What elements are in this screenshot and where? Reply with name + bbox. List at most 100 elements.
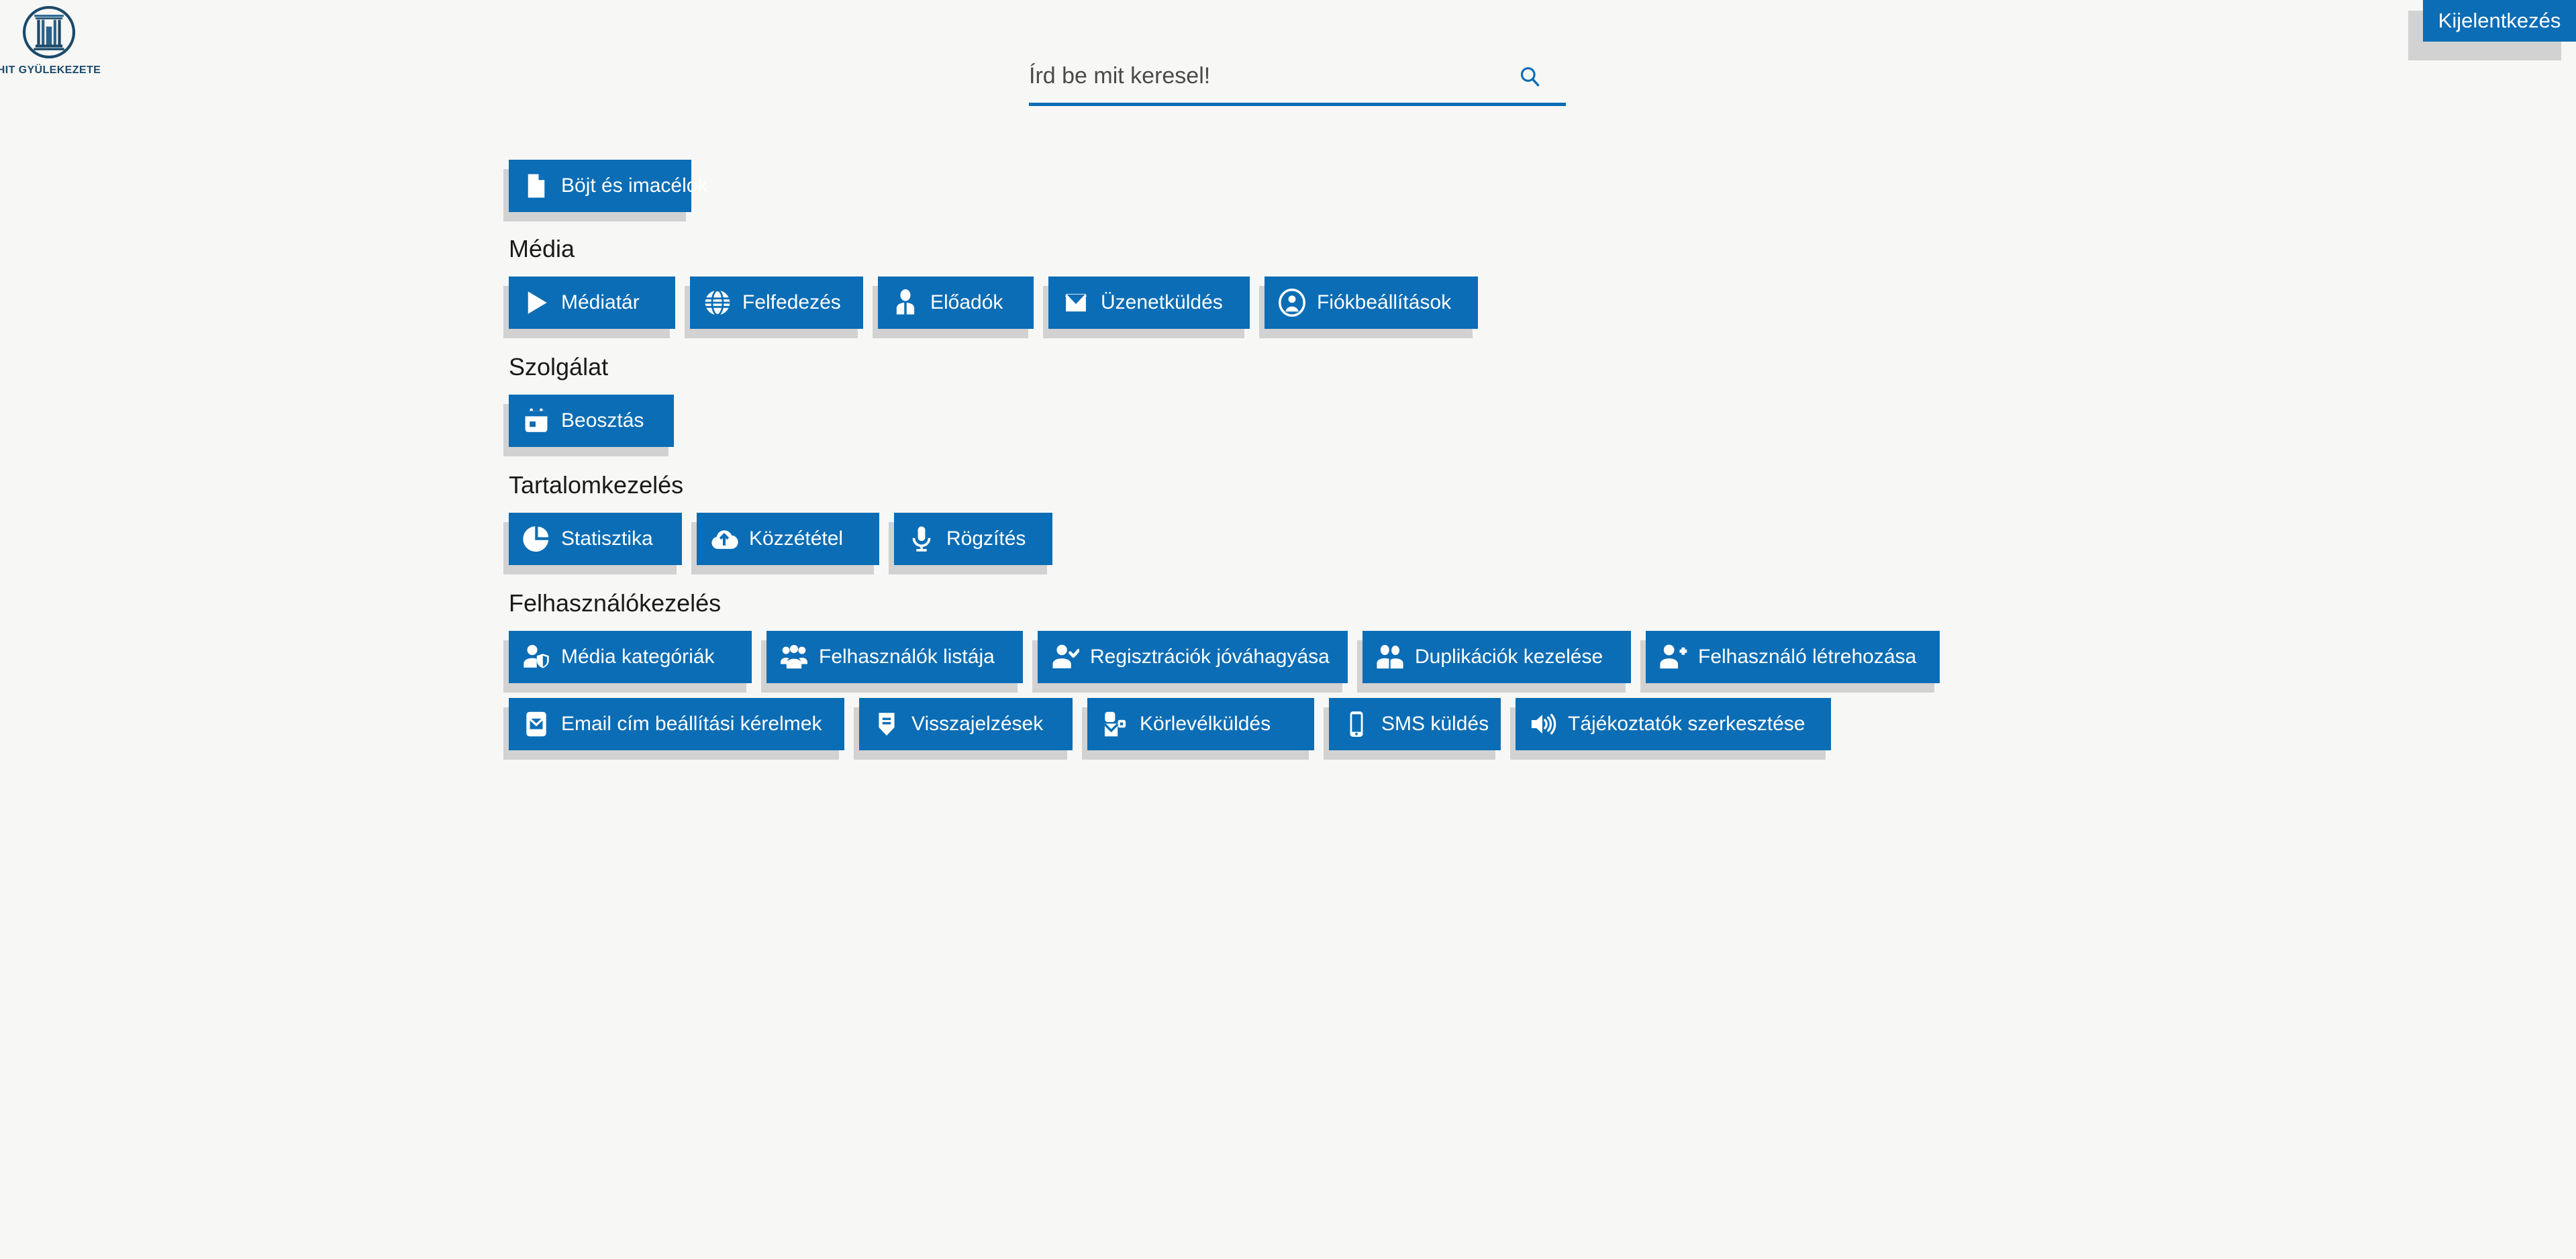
button-label: Statisztika [561,527,653,550]
button-label: Regisztrációk jóváhagyása [1090,646,1330,668]
user-shield-icon [521,642,552,672]
file-document-icon [521,170,552,201]
button-visszajelzések[interactable]: Visszajelzések [859,698,1073,750]
pie-chart-icon [521,523,552,554]
mobile-phone-icon [1341,709,1372,740]
section-heading: Szolgálat [509,353,609,381]
section-heading: Felhasználókezelés [509,589,722,617]
tile-speaker-volume: Tájékoztatók szerkesztése [1510,698,1831,760]
button-label: Közzététel [749,527,844,550]
play-icon [521,287,552,318]
button-üzenetküldés[interactable]: Üzenetküldés [1048,276,1250,329]
button-label: Duplikációk kezelése [1415,646,1603,668]
user-check-icon [1050,642,1081,672]
tile-user-circle: Fiókbeállítások [1259,276,1478,338]
tile-user-check: Regisztrációk jóváhagyása [1032,631,1348,693]
button-felhasználók-listája[interactable]: Felhasználók listája [766,631,1023,683]
tile-two-users: Duplikációk kezelése [1357,631,1631,693]
button-label: Böjt és imacélok [561,174,708,197]
button-böjt-és-imacélok[interactable]: Böjt és imacélok [509,160,707,212]
button-statisztika[interactable]: Statisztika [509,513,682,565]
section-heading: Tartalomkezelés [509,471,684,499]
button-label: Felfedezés [742,291,841,313]
button-rögzítés[interactable]: Rögzítés [894,513,1052,565]
top-button-row: Böjt és imacélok [503,160,707,221]
magnifier-glyph [1520,67,1540,87]
tile-mobile-envelope: Email cím beállítási kérelmek [503,698,844,760]
search-bar [1029,48,1566,106]
button-fiókbeállítások[interactable]: Fiókbeállítások [1265,276,1478,329]
tile-person: Előadók [873,276,1034,338]
button-label: Média kategóriák [561,646,715,668]
button-felhasználó-létrehozása[interactable]: Felhasználó létrehozása [1646,631,1940,683]
button-label: Email cím beállítási kérelmek [561,713,822,735]
mobile-envelope-icon [521,709,552,740]
two-users-icon [1375,642,1405,672]
search-input[interactable] [1029,48,1526,103]
cloud-upload-icon [709,523,740,554]
microphone-icon [906,523,937,554]
user-circle-icon [1277,287,1307,318]
button-médiatár[interactable]: Médiatár [509,276,675,329]
button-label: SMS küldés [1381,713,1489,735]
tile-globe: Felfedezés [685,276,863,338]
button-sms-küldés[interactable]: SMS küldés [1329,698,1501,750]
button-label: Előadók [930,291,1003,313]
button-label: Felhasználó létrehozása [1698,646,1917,668]
button-körlevélküldés[interactable]: Körlevélküldés [1087,698,1314,750]
button-label: Fiókbeállítások [1317,291,1452,313]
button-előadók[interactable]: Előadók [878,276,1034,329]
button-label: Felhasználók listája [819,646,995,668]
speaker-volume-icon [1528,709,1558,740]
tile-users-group: Felhasználók listája [761,631,1023,693]
button-email-cím-beállítási-kérelmek[interactable]: Email cím beállítási kérelmek [509,698,844,750]
user-plus-icon [1658,642,1689,672]
tile-microphone: Rögzítés [889,513,1052,574]
temple-pillars-icon [22,5,76,59]
tile-user-plus: Felhasználó létrehozása [1640,631,1940,693]
globe-icon [702,287,733,318]
button-row: Email cím beállítási kérelmek Visszajelzé… [503,698,1831,760]
brand-name: HIT GYÜLEKEZETE [0,64,101,76]
person-icon [890,287,921,318]
tile-user-shield: Média kategóriák [503,631,752,693]
tile-pie-chart: Statisztika [503,513,682,574]
button-közzététel[interactable]: Közzététel [697,513,879,565]
tile-feedback-envelope: Visszajelzések [854,698,1073,760]
section-heading: Média [509,235,575,262]
users-group-icon [779,642,809,672]
tile-cloud-upload: Közzététel [691,513,879,574]
tile-mobile-phone: SMS küldés [1324,698,1501,760]
button-regisztrációk-jóváhagyása[interactable]: Regisztrációk jóváhagyása [1038,631,1348,683]
feedback-envelope-icon [871,709,902,740]
button-row: Médiatár Felfedezés Előadók Üzenetküldés Fió… [503,276,1478,338]
button-row: Beosztás [503,395,674,456]
tile-file-document: Böjt és imacélok [503,160,707,221]
brand-logo[interactable]: HIT GYÜLEKEZETE [0,4,101,77]
tile-play: Médiatár [503,276,675,338]
calendar-icon [521,405,552,436]
button-tájékoztatók-szerkesztése[interactable]: Tájékoztatók szerkesztése [1516,698,1831,750]
tile-mass-mail: Körlevélküldés [1082,698,1314,760]
mass-mail-icon [1099,709,1130,740]
button-duplikációk-kezelése[interactable]: Duplikációk kezelése [1363,631,1631,683]
logout-wrapper: Kijelentkezés [2408,0,2576,60]
tile-calendar: Beosztás [503,395,674,456]
button-label: Körlevélküldés [1140,713,1271,735]
button-felfedezés[interactable]: Felfedezés [690,276,863,329]
button-row: Statisztika Közzététel Rögzítés [503,513,1052,574]
search-icon[interactable] [1518,64,1542,89]
button-label: Visszajelzések [911,713,1044,735]
button-label: Tájékoztatók szerkesztése [1568,713,1805,735]
button-label: Üzenetküldés [1101,291,1223,313]
button-média-kategóriák[interactable]: Média kategóriák [509,631,752,683]
header-actions: Jonatán Kijelentkezés [2408,0,2576,60]
tile-envelope: Üzenetküldés [1043,276,1250,338]
button-row: Média kategóriák Felhasználók listája Regi… [503,631,1940,693]
logout-button[interactable]: Kijelentkezés [2423,0,2576,42]
button-label: Médiatár [561,291,640,313]
button-beosztás[interactable]: Beosztás [509,395,674,447]
search-underline [1029,103,1566,106]
button-label: Beosztás [561,409,644,432]
